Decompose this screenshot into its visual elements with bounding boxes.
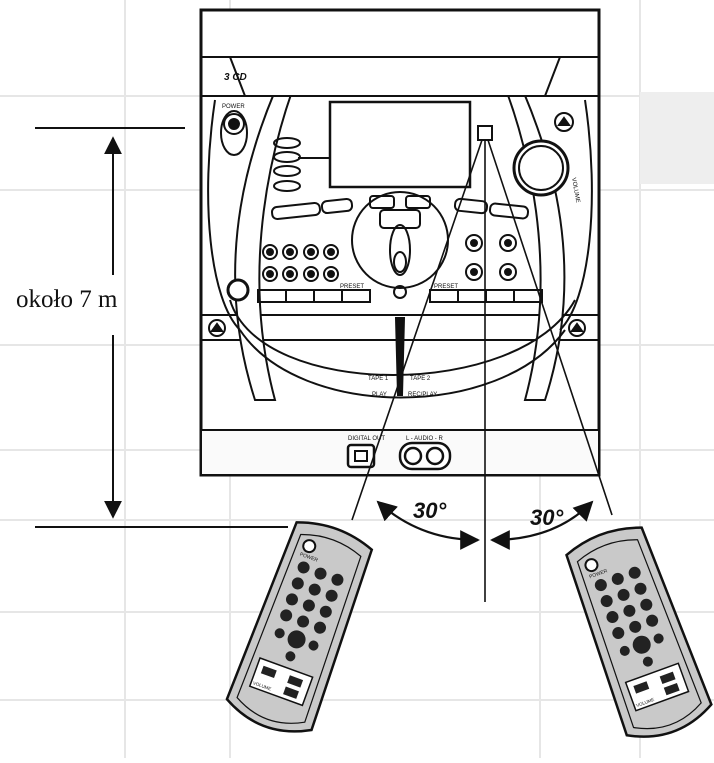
background-grey-panel <box>640 92 714 184</box>
remote-right-volume-label: VOLUME <box>635 697 655 708</box>
eject-icons <box>208 112 586 337</box>
beam-lines <box>351 139 613 602</box>
phones-jack <box>226 278 250 302</box>
power-label: POWER <box>222 104 245 110</box>
beam-right-line <box>487 139 613 516</box>
tape1-label: TAPE 1 <box>368 376 389 382</box>
remote-sensor <box>477 125 493 141</box>
angle-label-right: 30° <box>530 505 564 530</box>
distance-label: około 7 m <box>12 286 122 314</box>
display-window <box>328 100 472 189</box>
preset-label-left: PRESET <box>340 284 364 290</box>
digital-out-label: DIGITAL OUT <box>348 436 385 442</box>
volume-knob <box>512 139 570 197</box>
remote-left-volume-label: VOLUME <box>252 680 272 691</box>
preset-button-row <box>257 285 543 303</box>
tape2-label: TAPE 2 <box>410 376 431 382</box>
preset-label-right: PRESET <box>434 284 458 290</box>
device-labels: 3 CD POWER VOLUME PRESET PRESET TAPE 1 T… <box>222 72 580 442</box>
volume-label: VOLUME <box>570 177 580 203</box>
stereo-unit <box>199 8 601 477</box>
left-function-buttons <box>273 137 301 192</box>
digital-out-jack <box>346 443 376 469</box>
jog-dial <box>351 191 449 289</box>
rec-play-label: REC/PLAY <box>408 392 437 398</box>
unit-logo: 3 CD <box>224 72 247 83</box>
beam-left-line <box>351 139 483 521</box>
angle-label-left: 30° <box>413 498 447 523</box>
remote-control-right: POWER VOLUME <box>565 526 713 738</box>
angle-arc-left <box>376 500 480 550</box>
function-row-buttons <box>270 197 530 220</box>
right-knobs <box>465 234 517 281</box>
audio-label: L - AUDIO - R <box>406 436 443 442</box>
distance-dimension <box>35 127 288 528</box>
play-label: PLAY <box>372 392 387 398</box>
angle-arc-right <box>490 500 594 550</box>
number-keys <box>262 244 339 282</box>
remote-control-left: POWER VOLUME <box>225 521 374 733</box>
